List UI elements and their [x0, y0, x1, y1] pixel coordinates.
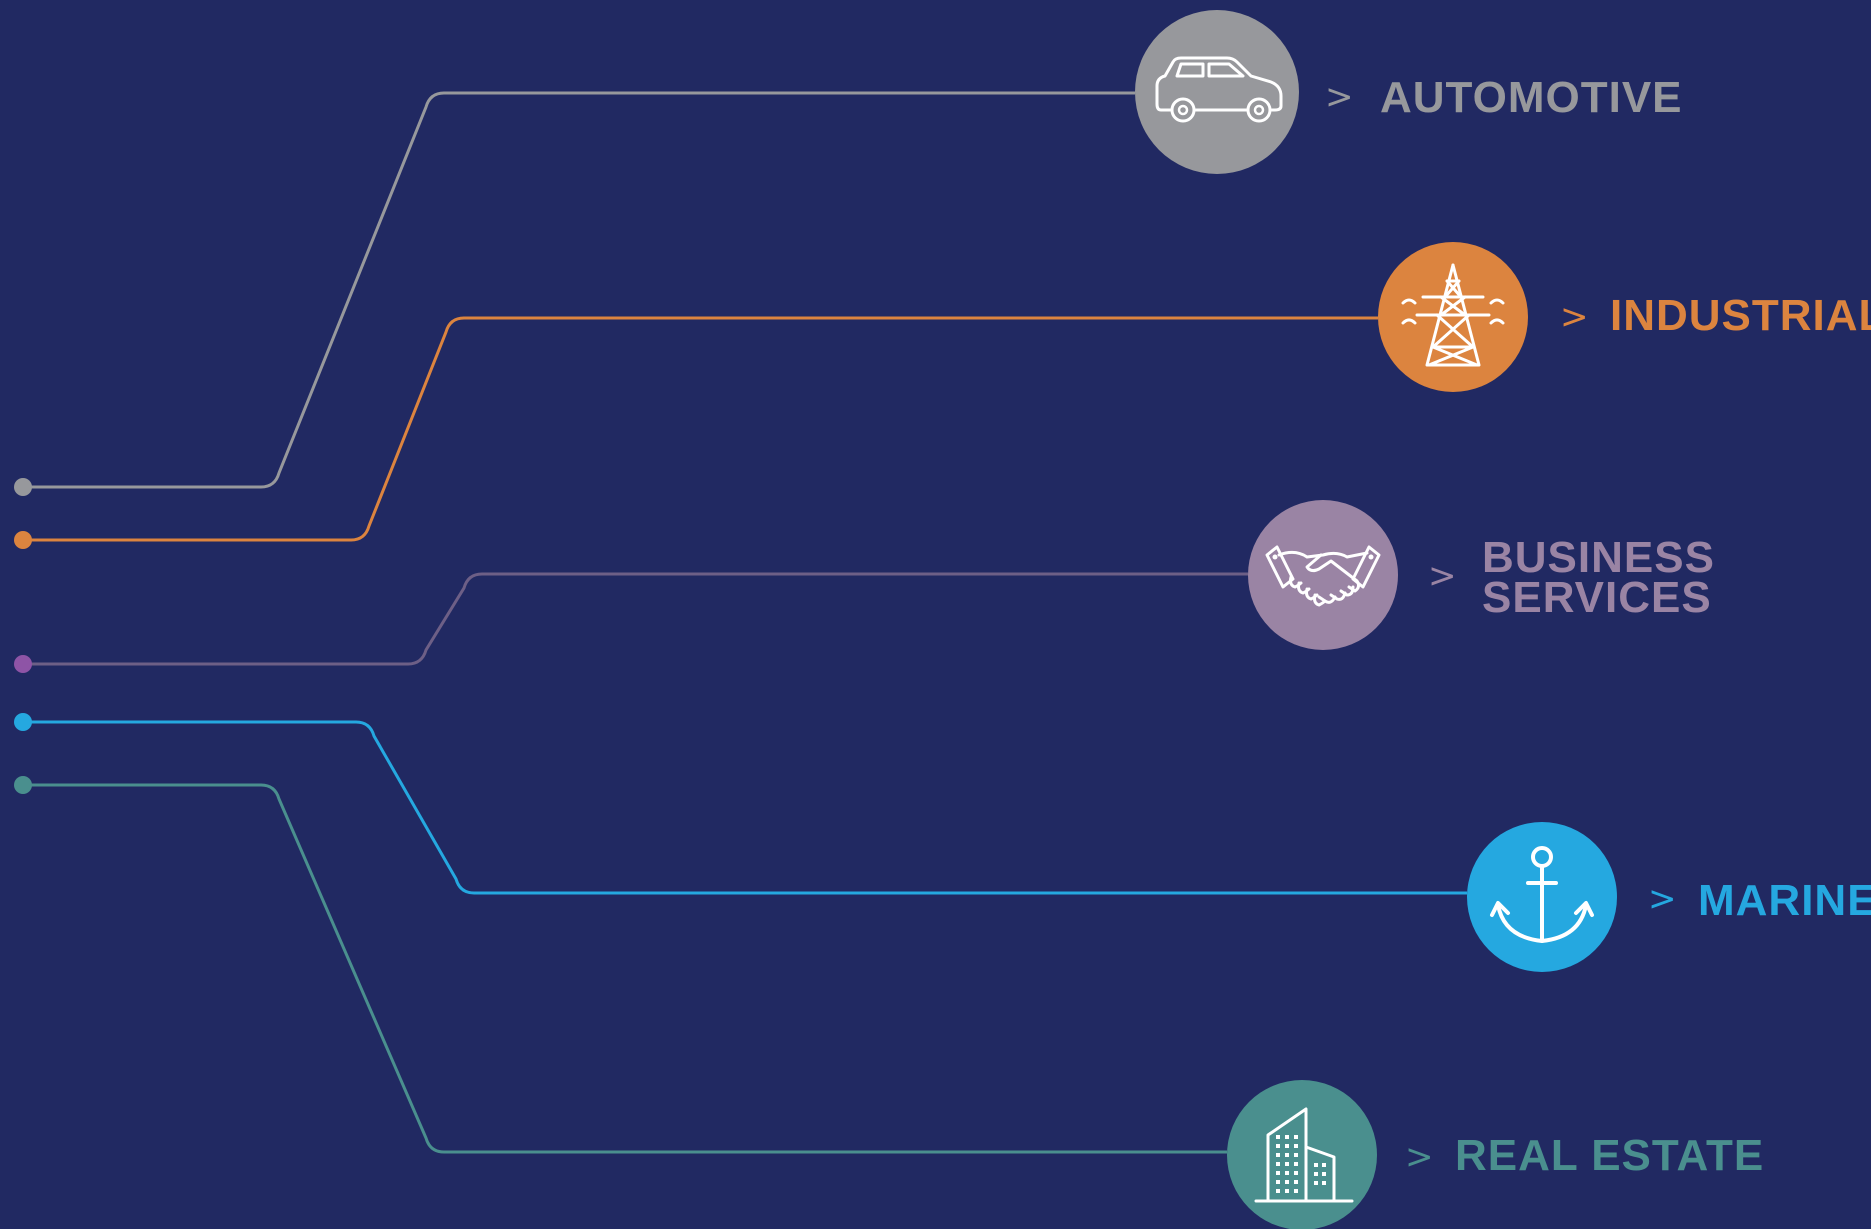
origin-dot-business-services: [14, 655, 32, 673]
sector-label-real-estate[interactable]: REAL ESTATE: [1455, 1131, 1764, 1180]
chevron-right-icon: >: [1405, 1137, 1434, 1177]
chevron-right-icon: >: [1428, 556, 1457, 596]
sector-circle-business-services[interactable]: [1248, 500, 1398, 650]
origin-dots: [14, 478, 32, 794]
sector-circle-real-estate[interactable]: [1227, 1080, 1377, 1229]
sector-industrial[interactable]: > INDUSTRIAL: [1378, 242, 1871, 392]
sector-real-estate[interactable]: > REAL ESTATE: [1227, 1080, 1764, 1229]
origin-dot-automotive: [14, 478, 32, 496]
sector-circle-industrial[interactable]: [1378, 242, 1528, 392]
chevron-right-icon: >: [1560, 297, 1589, 337]
connector-line-marine: [23, 720, 1467, 895]
power-pylon-icon: [1401, 263, 1505, 367]
connector-line-automotive: [23, 91, 1135, 489]
chevron-right-icon: >: [1648, 879, 1677, 919]
sector-circle-automotive[interactable]: [1135, 10, 1299, 174]
building-icon: [1254, 1107, 1354, 1203]
handshake-icon: [1265, 545, 1381, 607]
car-icon: [1155, 56, 1283, 123]
sector-marine[interactable]: > MARINE: [1467, 822, 1871, 972]
sector-nodes: >AUTOMOTIVE>INDUSTRIAL>BUSINESSSERVICES>…: [1135, 10, 1871, 1229]
sector-label-business-services-line-1[interactable]: BUSINESS: [1482, 533, 1715, 582]
anchor-icon: [1490, 846, 1594, 943]
connector-line-industrial: [23, 316, 1378, 542]
connector-line-real-estate: [23, 783, 1227, 1154]
sector-label-industrial[interactable]: INDUSTRIAL: [1610, 291, 1871, 340]
origin-dot-real-estate: [14, 776, 32, 794]
sector-label-marine[interactable]: MARINE: [1698, 876, 1871, 925]
sector-automotive[interactable]: > AUTOMOTIVE: [1135, 10, 1683, 174]
connector-line-business-services: [23, 572, 1248, 666]
sector-label-automotive[interactable]: AUTOMOTIVE: [1380, 73, 1683, 122]
chevron-right-icon: >: [1325, 77, 1354, 117]
origin-dot-marine: [14, 713, 32, 731]
connector-lines: [23, 91, 1467, 1154]
sector-label-business-services-line-2[interactable]: SERVICES: [1482, 573, 1712, 622]
origin-dot-industrial: [14, 531, 32, 549]
